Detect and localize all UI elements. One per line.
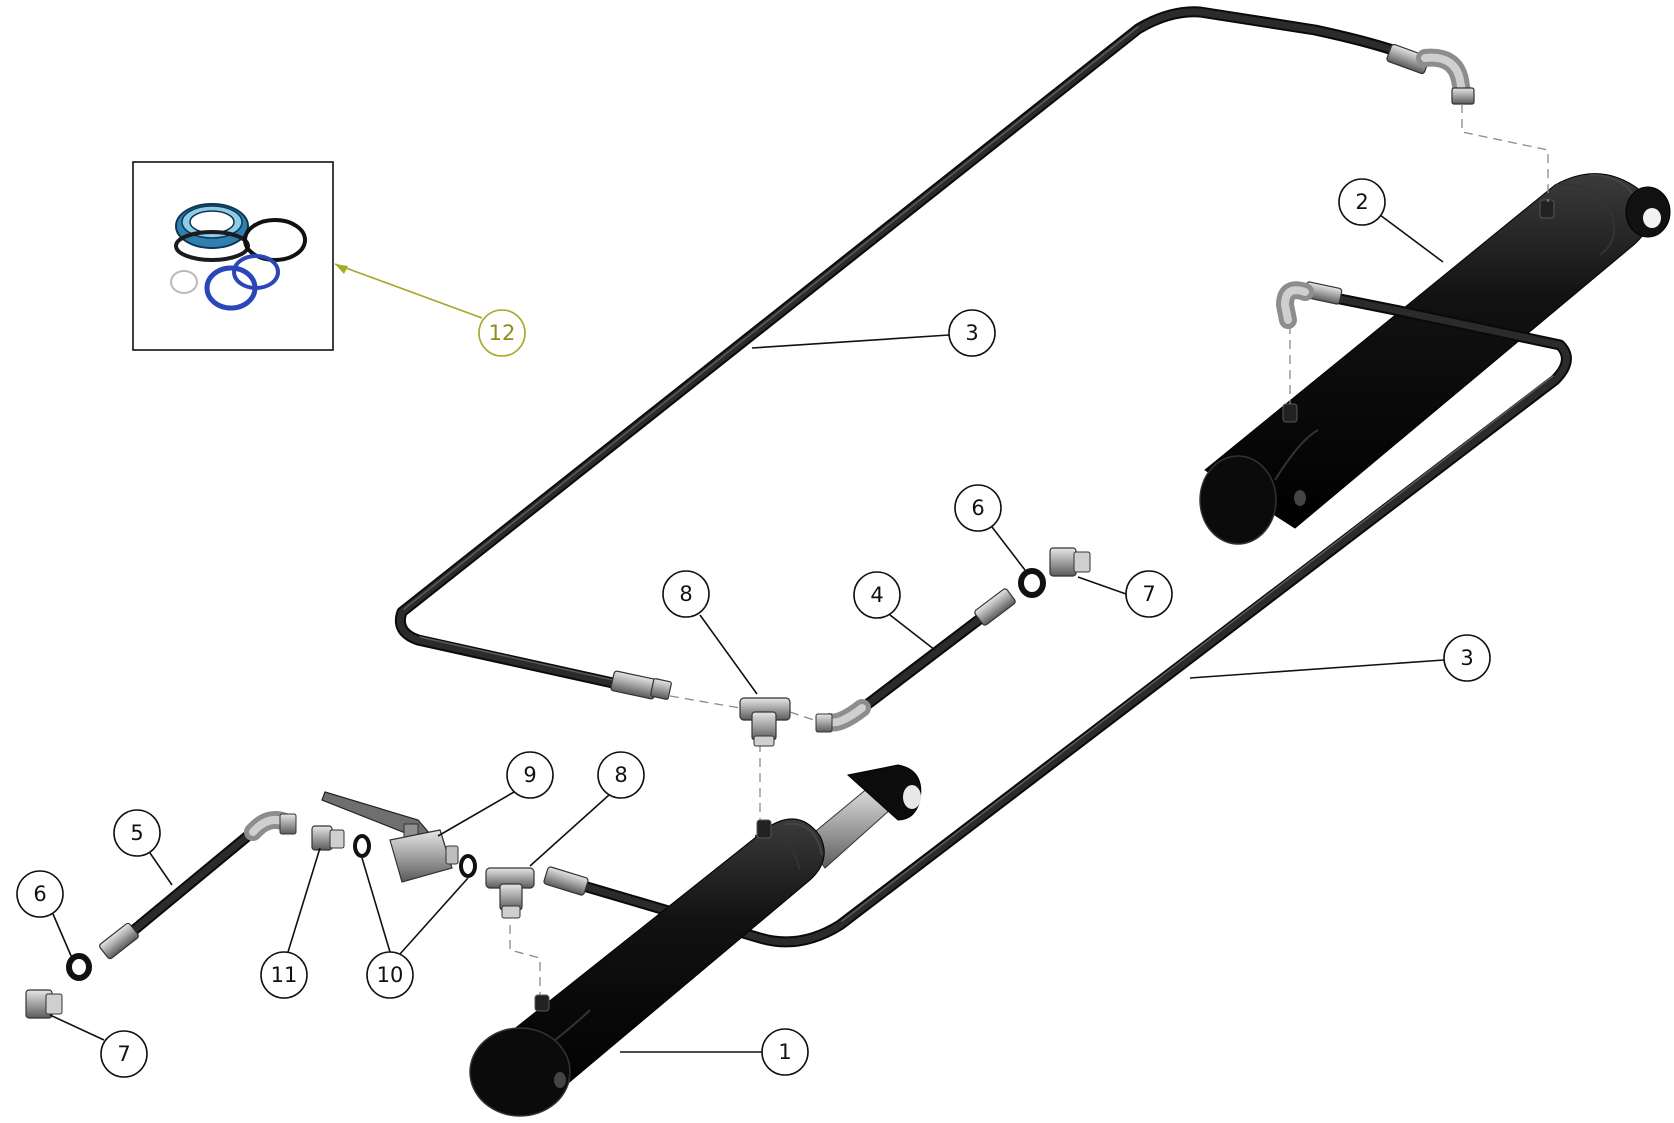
balloon-label: 7	[117, 1042, 130, 1066]
balloon-label: 3	[1460, 646, 1473, 670]
callout-balloon-7: 7	[1125, 570, 1173, 618]
adapter-11	[311, 825, 345, 851]
balloon-circle	[113, 809, 161, 857]
connection-line-lower-tee-cyl1	[509, 925, 541, 995]
balloon-label: 7	[1142, 582, 1155, 606]
balloon-circle	[853, 571, 901, 619]
tee-fitting-8-upper	[739, 697, 791, 747]
balloon-label: 6	[971, 496, 984, 520]
callout-balloon-8: 8	[662, 570, 710, 618]
connection-line-upper	[1461, 104, 1549, 202]
callout-balloon-1: 1	[761, 1028, 809, 1076]
washer-10-right	[459, 854, 477, 878]
connection-line-tee-elbow	[789, 711, 821, 723]
cylinder-1	[469, 764, 922, 1117]
seal-kit-inset	[132, 161, 334, 351]
washer-6-upper	[1018, 568, 1046, 598]
adapter-7-lower	[25, 989, 63, 1019]
balloon-circle	[1125, 570, 1173, 618]
balloon-circle	[597, 751, 645, 799]
balloon-circle	[100, 1030, 148, 1078]
balloon-label: 8	[679, 582, 692, 606]
balloon-label: 3	[965, 321, 978, 345]
washer-6-lower	[66, 953, 92, 981]
callout-balloon-11: 11	[260, 951, 308, 999]
callout-balloon-8: 8	[597, 751, 645, 799]
balloon-circle	[478, 309, 526, 357]
balloon-label: 11	[271, 963, 298, 987]
balloon-circle	[761, 1028, 809, 1076]
cylinder-2	[1199, 173, 1671, 545]
balloon-circle	[1443, 634, 1491, 682]
balloon-label: 9	[523, 763, 536, 787]
callout-balloon-12: 12	[478, 309, 526, 357]
hose-3-lower	[543, 281, 1572, 948]
seal-kit-parts	[170, 203, 307, 311]
callout-balloon-3: 3	[948, 309, 996, 357]
balloon-label: 5	[130, 821, 143, 845]
balloon-circle	[260, 951, 308, 999]
callout-balloon-2: 2	[1338, 178, 1386, 226]
balloon-label: 4	[870, 583, 883, 607]
balloon-label: 1	[778, 1040, 791, 1064]
balloon-label: 6	[33, 882, 46, 906]
hose-5	[99, 811, 297, 960]
callout-balloon-5: 5	[113, 809, 161, 857]
tee-fitting-8-lower	[485, 867, 535, 919]
callout-balloon-6: 6	[954, 484, 1002, 532]
callout-balloon-4: 4	[853, 571, 901, 619]
balloon-circle	[948, 309, 996, 357]
callout-balloon-6: 6	[16, 870, 64, 918]
balloon-label: 10	[377, 963, 404, 987]
hose-4	[815, 588, 1016, 733]
callout-balloon-10: 10	[366, 951, 414, 999]
balloon-circle	[16, 870, 64, 918]
balloon-circle	[1338, 178, 1386, 226]
balloon-circle	[506, 751, 554, 799]
balloon-label: 2	[1355, 190, 1368, 214]
balloon-circle	[662, 570, 710, 618]
adapter-7-upper	[1049, 547, 1091, 577]
ball-valve-9	[321, 791, 459, 883]
hose-3-upper	[394, 6, 1475, 700]
balloon-label: 12	[489, 321, 516, 345]
balloon-circle	[366, 951, 414, 999]
callout-balloon-9: 9	[506, 751, 554, 799]
leader-lines	[49, 214, 1445, 1053]
connection-line-hose3-tee	[669, 695, 741, 709]
balloon-label: 8	[614, 763, 627, 787]
washer-10-left	[353, 834, 371, 858]
callout-balloon-3: 3	[1443, 634, 1491, 682]
balloon-circle	[954, 484, 1002, 532]
callout-balloon-7: 7	[100, 1030, 148, 1078]
